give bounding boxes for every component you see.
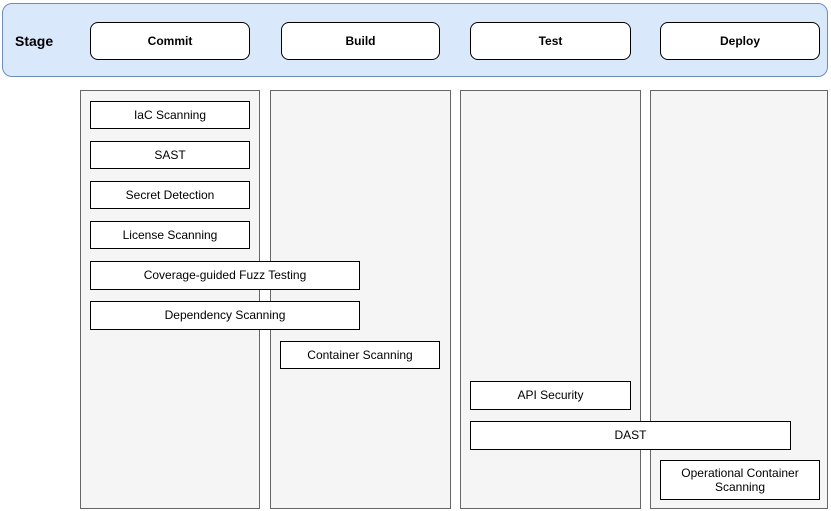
- task-sast: SAST: [90, 141, 250, 169]
- stage-row-label: Stage: [15, 33, 54, 49]
- task-dast: DAST: [470, 421, 791, 450]
- task-dependency-scanning: Dependency Scanning: [90, 301, 360, 330]
- stage-pill-commit: Commit: [90, 22, 250, 60]
- task-operational-container-scanning: Operational Container Scanning: [660, 460, 820, 500]
- task-coverage-guided-fuzz-testing: Coverage-guided Fuzz Testing: [90, 261, 360, 290]
- task-secret-detection: Secret Detection: [90, 181, 250, 209]
- task-iac-scanning: IaC Scanning: [90, 101, 250, 129]
- task-license-scanning: License Scanning: [90, 221, 250, 249]
- stage-pill-test: Test: [470, 22, 631, 60]
- task-container-scanning: Container Scanning: [280, 341, 440, 369]
- stage-pill-build: Build: [281, 22, 440, 60]
- stage-pill-deploy: Deploy: [660, 22, 820, 60]
- lane-build: [270, 90, 451, 509]
- task-api-security: API Security: [470, 381, 631, 410]
